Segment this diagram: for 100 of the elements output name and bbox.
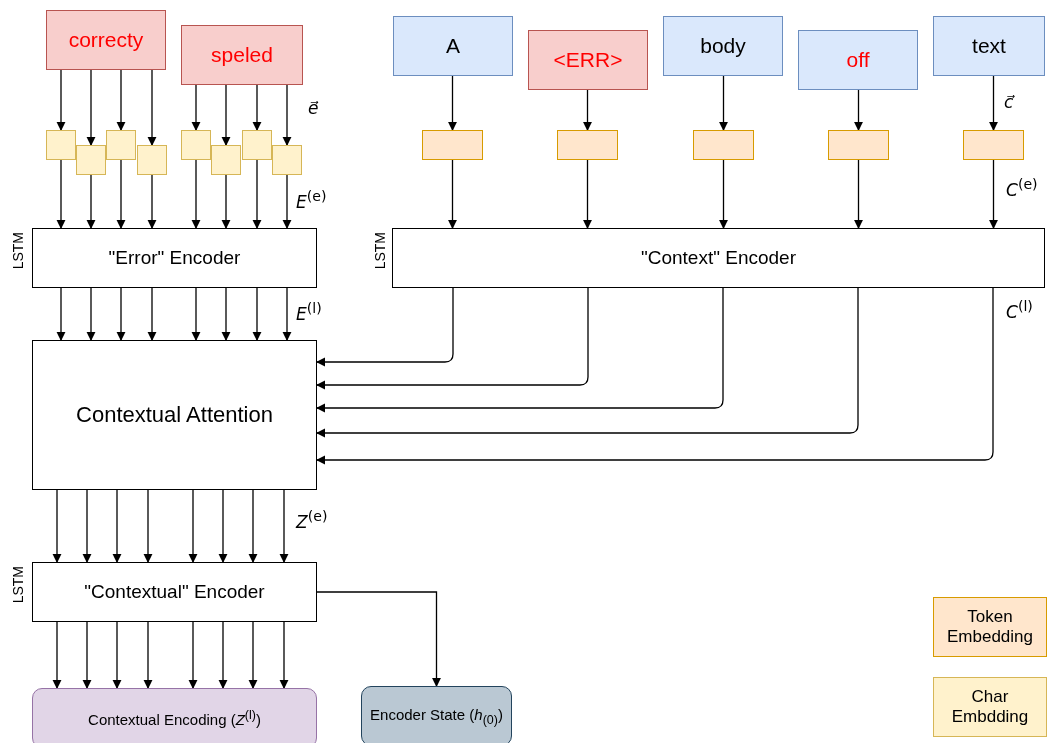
word-box [393,16,513,76]
math-symbol: C$^{(l)}$ [1006,298,1033,322]
node-label: Contextual Attention [76,402,273,428]
arrow [147,69,157,146]
arrow [279,621,289,689]
arrow [52,621,62,689]
attention-box [32,340,317,490]
legend-label: Token Embedding [946,607,1034,647]
word-box [933,16,1045,76]
math-symbol: E$^{(l)}$ [296,300,322,324]
arrow [188,489,198,563]
arrow [582,159,593,229]
node-label: <ERR> [553,48,623,72]
arrow [116,287,126,341]
arrow [147,287,157,341]
token-embedding-box [963,130,1024,160]
arrow [116,69,126,131]
node-label: correcty [68,28,144,52]
arrow [86,174,96,229]
arrow [191,159,201,229]
arrow [143,621,153,689]
arrow [221,287,231,341]
arrow [248,621,258,689]
arrow [218,489,228,563]
arrow [447,159,458,229]
arrow [282,84,292,146]
arrow [316,287,994,465]
arrow [248,489,258,563]
arrow [218,621,228,689]
layer-label: LSTM [10,566,26,604]
arrow [252,84,262,131]
arrow [191,287,201,341]
arrow [147,174,157,229]
encoder-box [392,228,1045,288]
word-box [798,30,918,90]
char-embedding-box [76,145,106,175]
node-label: off [846,48,870,72]
word-box [46,10,166,70]
arrow [316,591,442,687]
math-symbol: E$^{(e)}$ [296,188,327,212]
arrow [316,287,724,413]
char-embedding-box [181,130,211,160]
word-box [528,30,648,90]
arrow [282,287,292,341]
output-box [361,686,512,743]
arrow [988,159,999,229]
arrow [252,159,262,229]
arrow [112,621,122,689]
char-embedding-box [106,130,136,160]
node-label: speled [211,43,273,67]
arrow [316,287,454,367]
char-embedding-box [211,145,241,175]
arrow [718,75,729,131]
node-label: Contextual Encoding (Z$^{(l)}$) [88,708,261,728]
arrow [116,159,126,229]
token-embedding-box [828,130,889,160]
arrow [221,174,231,229]
char-embedding-box [242,130,272,160]
node-label: "Error" Encoder [108,247,241,269]
arrow [56,159,66,229]
arrow [853,89,864,131]
node-label: Encoder State (h$_{(0)}$) [370,705,503,727]
layer-label: LSTM [10,232,26,270]
math-symbol: C$^{(e)}$ [1006,176,1038,200]
arrow [316,287,589,390]
legend-label: Char Embdding [950,687,1030,727]
node-label: "Contextual" Encoder [84,581,265,603]
char-embedding-box [46,130,76,160]
arrow [582,89,593,131]
arrow [221,84,231,146]
arrow [316,287,859,438]
arrow [191,84,201,131]
arrow [82,621,92,689]
arrow [86,287,96,341]
node-label: "Context" Encoder [641,247,796,269]
arrow [853,159,864,229]
arrow [82,489,92,563]
output-box [32,688,317,743]
math-symbol: Z$^{(e)}$ [296,508,328,532]
layer-label: LSTM [372,232,388,270]
encoder-box [32,228,317,288]
arrow [52,489,62,563]
arrow [112,489,122,563]
char-embedding-box [272,145,302,175]
node-label: text [972,34,1006,58]
arrow [143,489,153,563]
node-label: body [700,34,746,58]
word-box [663,16,783,76]
arrow [56,69,66,131]
node-label: A [446,34,460,58]
arrow [282,174,292,229]
math-symbol: c⃗ [1004,92,1014,112]
arrow [188,621,198,689]
word-box [181,25,303,85]
arrow [56,287,66,341]
arrow [86,69,96,146]
token-embedding-box [557,130,618,160]
token-embedding-box [422,130,483,160]
arrow [718,159,729,229]
arrow [988,75,999,131]
